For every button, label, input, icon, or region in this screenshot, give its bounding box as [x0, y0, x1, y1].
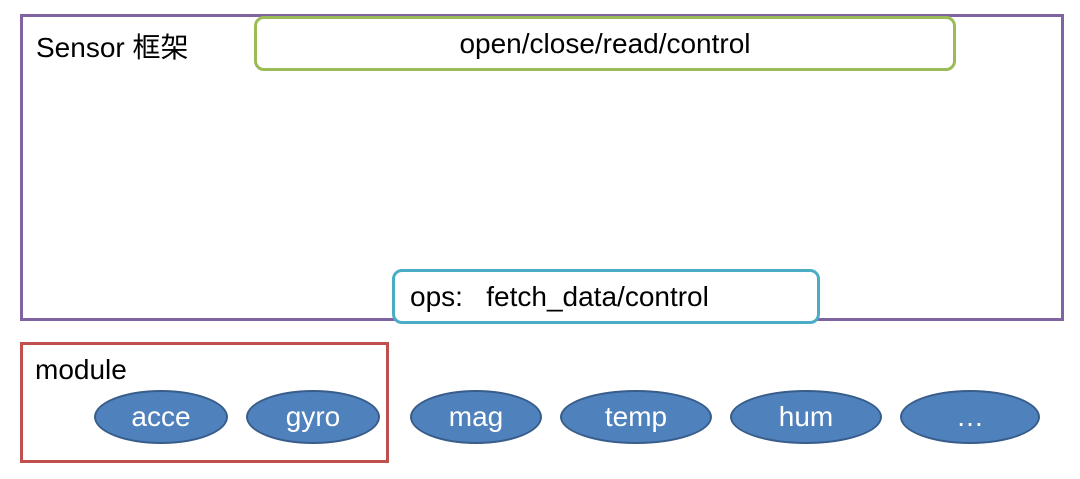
sensor-framework-label: Sensor 框架: [36, 32, 189, 63]
api-functions-box: open/close/read/control: [254, 16, 956, 71]
sensor-node-more: …: [900, 390, 1040, 444]
module-box: [20, 342, 389, 463]
sensor-node-acce: acce: [94, 390, 228, 444]
sensor-node-temp: temp: [560, 390, 712, 444]
sensor-node-gyro: gyro: [246, 390, 380, 444]
sensor-node-mag: mag: [410, 390, 542, 444]
ops-interface-box: ops: fetch_data/control: [392, 269, 820, 324]
module-label: module: [35, 354, 127, 385]
sensor-node-hum: hum: [730, 390, 882, 444]
